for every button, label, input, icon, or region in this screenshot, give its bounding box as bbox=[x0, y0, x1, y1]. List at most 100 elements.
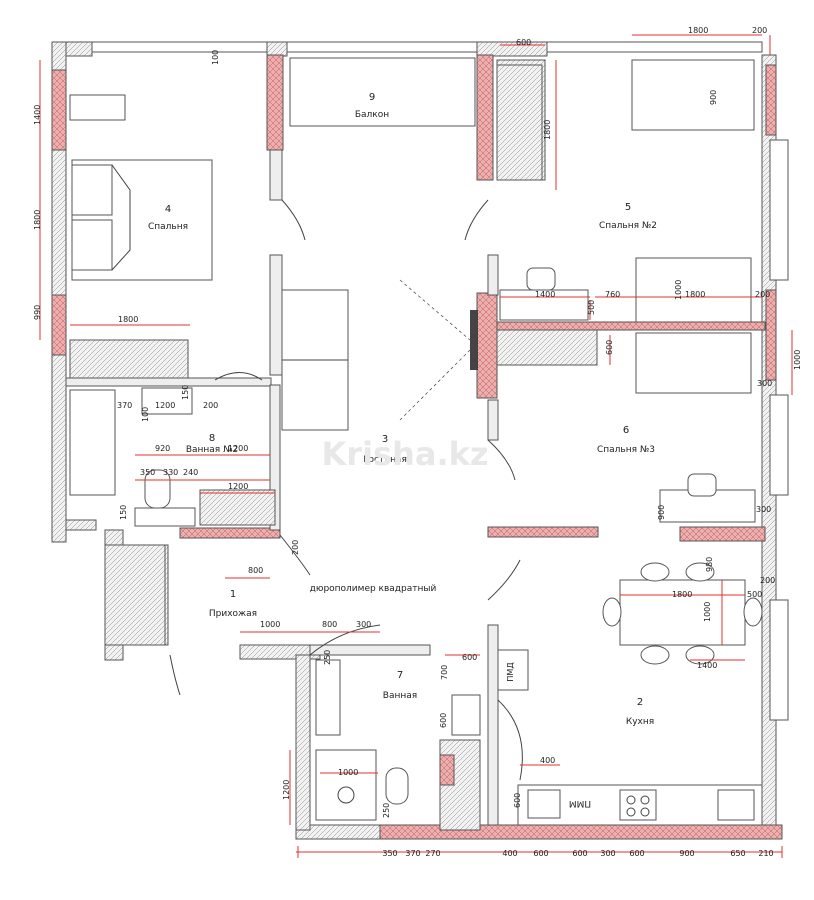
dim-text: 1000 bbox=[260, 620, 280, 629]
room-5-name: Спальня №2 bbox=[599, 221, 657, 231]
wardrobe-bedroom2 bbox=[496, 64, 543, 181]
dim-text: 1800 bbox=[118, 315, 138, 324]
room-1-name: Прихожая bbox=[209, 609, 257, 619]
dim-text: 240 bbox=[183, 468, 198, 477]
dimension-texts: 600 1800 200 100 1400 1800 990 1800 1800… bbox=[33, 26, 802, 858]
bottom-dim: 270 bbox=[425, 849, 440, 858]
washing-machine bbox=[315, 659, 341, 736]
room-1-number: 1 bbox=[230, 589, 236, 600]
dim-text: 300 bbox=[756, 505, 771, 514]
dim-text: 200 bbox=[291, 540, 300, 555]
room-2-name: Кухня bbox=[626, 717, 654, 727]
dim-text: 600 bbox=[605, 340, 614, 355]
room-labels: 4 Спальня 9 Балкон 5 Спальня №2 3 Гостин… bbox=[148, 92, 657, 808]
dim-text: 100 bbox=[141, 407, 150, 422]
bed-bedroom2-b bbox=[635, 257, 752, 323]
dim-text: 1200 bbox=[228, 482, 248, 491]
dim-text: 150 bbox=[119, 505, 128, 520]
dim-text: 200 bbox=[760, 576, 775, 585]
dim-text: 330 bbox=[163, 468, 178, 477]
wardrobe-bedroom bbox=[69, 339, 189, 379]
sink-8 bbox=[141, 387, 193, 415]
bottom-dim: 210 bbox=[758, 849, 773, 858]
dim-text: 350 bbox=[140, 468, 155, 477]
pmm-top-label: ПМД bbox=[506, 662, 515, 681]
dim-text: 600 bbox=[513, 793, 522, 808]
dim-text: 900 bbox=[657, 505, 666, 520]
bathtub bbox=[69, 389, 116, 496]
dim-text: 1400 bbox=[535, 290, 555, 299]
bottom-dim: 350 bbox=[382, 849, 397, 858]
dim-text: 1800 bbox=[685, 290, 705, 299]
pillow-1 bbox=[71, 164, 113, 216]
bottom-dim: 400 bbox=[502, 849, 517, 858]
dim-text: 150 bbox=[181, 385, 190, 400]
dim-text: 1200 bbox=[282, 780, 291, 800]
dim-text: 1000 bbox=[703, 602, 712, 622]
dim-text: 800 bbox=[322, 620, 337, 629]
dim-text: 200 bbox=[203, 401, 218, 410]
room-8-name: Ванная №2 bbox=[186, 445, 238, 455]
toilet-7 bbox=[385, 767, 409, 805]
room-9-number: 9 bbox=[369, 92, 375, 103]
dim-text: 1800 bbox=[688, 26, 708, 35]
doors bbox=[169, 199, 523, 781]
dishwasher-top bbox=[497, 649, 529, 691]
bed-bedroom2 bbox=[631, 59, 755, 131]
dim-text: 370 bbox=[117, 401, 132, 410]
room-7-number: 7 bbox=[397, 670, 403, 681]
dim-text: 500 bbox=[747, 590, 762, 599]
dim-text: 600 bbox=[462, 653, 477, 662]
dim-text: 1800 bbox=[33, 210, 42, 230]
bottom-dim: 600 bbox=[572, 849, 587, 858]
room-3-number: 3 bbox=[382, 434, 388, 445]
dim-text: 800 bbox=[248, 566, 263, 575]
dim-text: 600 bbox=[516, 38, 531, 47]
bottom-dim: 900 bbox=[679, 849, 694, 858]
dim-text: 1000 bbox=[793, 350, 802, 370]
chair-bedroom3 bbox=[687, 473, 717, 497]
room-9-name: Балкон bbox=[355, 110, 389, 120]
bottom-dim: 600 bbox=[629, 849, 644, 858]
room-3-name: Гостиная bbox=[363, 455, 407, 465]
desk-bedroom2 bbox=[499, 289, 589, 321]
room-2-number: 2 bbox=[637, 697, 643, 708]
dim-text: 200 bbox=[755, 290, 770, 299]
room-5-number: 5 bbox=[625, 202, 631, 213]
dim-text: 900 bbox=[709, 90, 718, 105]
bath8-counter bbox=[134, 507, 196, 527]
dim-text: 1000 bbox=[674, 280, 683, 300]
dim-text: 500 bbox=[587, 300, 596, 315]
dim-text: 1400 bbox=[33, 105, 42, 125]
wardrobe-hall bbox=[104, 544, 166, 646]
dim-text: 980 bbox=[705, 557, 714, 572]
shower bbox=[315, 749, 377, 821]
dim-text: 250 bbox=[323, 650, 332, 665]
dim-text: 990 bbox=[33, 305, 42, 320]
room-6-number: 6 bbox=[623, 425, 629, 436]
bottom-dim: 300 bbox=[600, 849, 615, 858]
wardrobes bbox=[69, 64, 598, 646]
duropolymer-note: дюрополимер квадратный bbox=[310, 584, 437, 594]
dim-text: 1000 bbox=[338, 768, 358, 777]
dim-text: 1400 bbox=[697, 661, 717, 670]
room-8-number: 8 bbox=[209, 433, 215, 444]
stove bbox=[619, 789, 657, 821]
dim-text: 400 bbox=[540, 756, 555, 765]
dim-text: 760 bbox=[605, 290, 620, 299]
sink-7 bbox=[451, 694, 481, 736]
dim-text: 1200 bbox=[155, 401, 175, 410]
dim-text: 1200 bbox=[228, 444, 248, 453]
bottom-dim: 600 bbox=[533, 849, 548, 858]
dining-table bbox=[619, 579, 746, 646]
dim-text: 920 bbox=[155, 444, 170, 453]
dim-text: 700 bbox=[440, 665, 449, 680]
dim-text: 200 bbox=[752, 26, 767, 35]
pmm-bottom-label: ПММ bbox=[569, 798, 591, 808]
dim-text: 1800 bbox=[672, 590, 692, 599]
pillow-2 bbox=[71, 219, 113, 271]
bed-bedroom3 bbox=[635, 332, 752, 394]
chair-bedroom2 bbox=[526, 267, 556, 291]
watermark: Krisha.kz bbox=[321, 435, 488, 473]
